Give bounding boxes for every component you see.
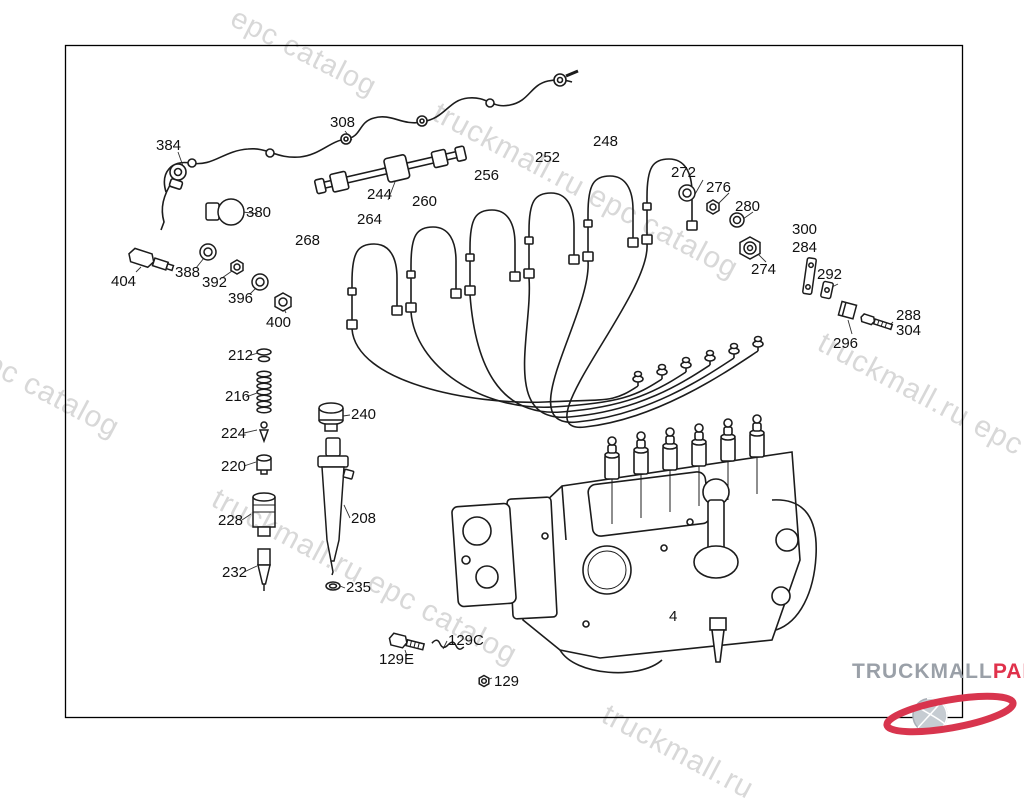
mounting-parts bbox=[388, 632, 490, 688]
truckmall-logo: TRUCKMALLPARTS bbox=[852, 660, 1024, 684]
pump-assembly bbox=[451, 414, 817, 674]
fuel-pipe-244 bbox=[313, 145, 468, 195]
top-fuel-line bbox=[160, 69, 579, 231]
logo-globe-swoosh-icon bbox=[883, 692, 1017, 736]
injector-parts bbox=[252, 348, 355, 591]
injection-lines bbox=[346, 158, 764, 428]
diagram-layer bbox=[64, 44, 964, 719]
fasteners-right bbox=[678, 184, 894, 331]
fasteners-left bbox=[128, 198, 292, 312]
logo-parts-text: PARTS bbox=[992, 660, 1024, 683]
diagram-border bbox=[64, 44, 964, 719]
logo-truckmall-text: TRUCKMALL bbox=[852, 660, 993, 683]
parts-diagram bbox=[64, 44, 964, 719]
